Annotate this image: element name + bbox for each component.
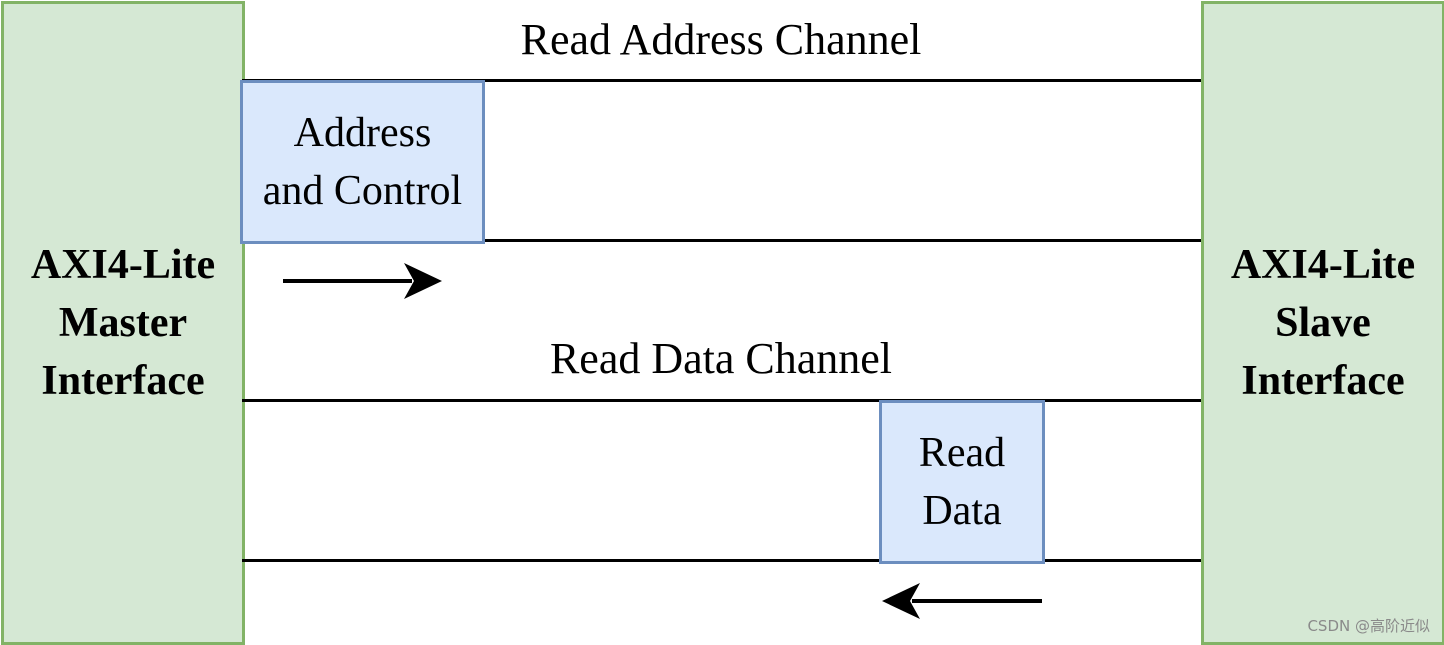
master-interface-label: AXI4-Lite Master Interface: [4, 236, 242, 410]
right-arrow-icon: [283, 263, 442, 299]
slave-line-3: Interface: [1241, 358, 1405, 404]
slave-line-2: Slave: [1275, 300, 1371, 346]
address-and-control-box: Address and Control: [240, 80, 485, 244]
master-line-2: Master: [58, 300, 188, 346]
read-data-channel-label: Read Data Channel: [549, 334, 893, 383]
left-arrow-icon: [882, 583, 1042, 619]
watermark-text: CSDN @高阶近似: [1307, 617, 1430, 635]
read-data-channel-top-line: [242, 399, 1201, 402]
master-line-3: Interface: [41, 358, 205, 404]
read-address-channel-bottom-line: [242, 239, 1201, 242]
read-data-label: Read Data: [919, 424, 1005, 540]
master-line-1: AXI4-Lite: [30, 242, 216, 288]
address-and-control-label: Address and Control: [263, 104, 462, 220]
read-address-channel-top-line: [242, 79, 1201, 82]
slave-interface-label: AXI4-Lite Slave Interface: [1204, 236, 1442, 410]
master-interface-box: AXI4-Lite Master Interface: [1, 1, 245, 645]
slave-interface-box: AXI4-Lite Slave Interface: [1201, 1, 1444, 645]
read-data-line-1: Read: [918, 430, 1006, 476]
read-data-line-2: Data: [922, 488, 1002, 534]
read-address-channel-label: Read Address Channel: [520, 15, 922, 64]
address-line-1: Address: [293, 110, 432, 156]
read-data-channel-bottom-line: [242, 559, 1201, 562]
read-data-box: Read Data: [879, 400, 1045, 564]
slave-line-1: AXI4-Lite: [1230, 242, 1416, 288]
address-line-2: and Control: [262, 168, 463, 214]
